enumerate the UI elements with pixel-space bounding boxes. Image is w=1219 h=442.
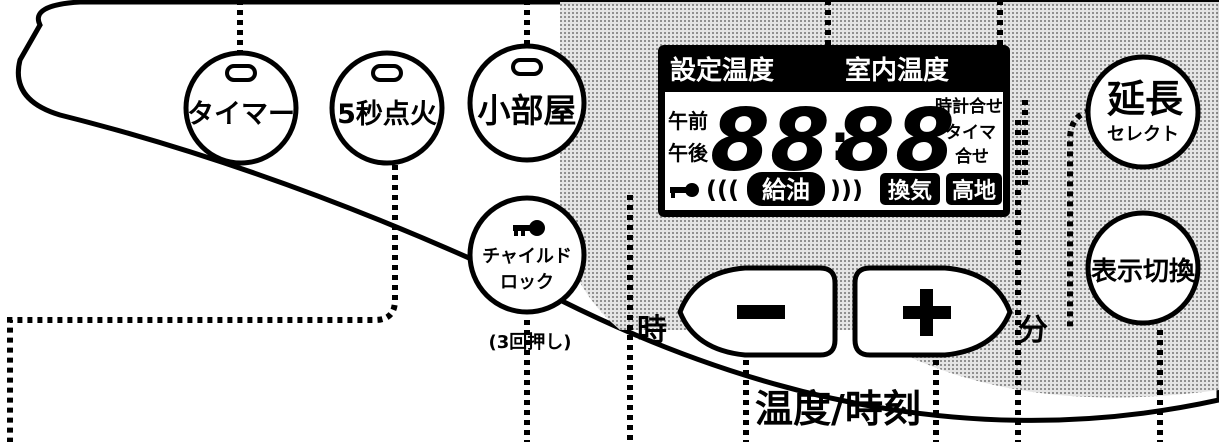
hour-label: 時 [637,313,667,348]
timer-indicator-lamp [225,64,257,82]
plus-button[interactable] [852,265,1013,358]
ignite-5s-label: 5秒点火 [337,99,437,130]
lcd-wave-left: ((( [706,176,739,204]
ignite-5s-button[interactable]: 5秒点火 [329,50,445,166]
child-lock-label-line1: チャイルド [482,246,572,267]
timer-button[interactable]: タイマー [183,50,299,166]
extend-select-button[interactable]: 延長 セレクト [1085,54,1201,170]
lcd-pm: 午後 [668,141,709,165]
key-icon [513,220,545,236]
lcd-wave-right: ))) [830,176,863,204]
lcd-timer-set-2: 合せ [955,146,989,167]
lcd-refuel: 給油 [762,176,810,204]
minute-label: 分 [1018,313,1048,348]
lcd-display: 設定温度 室内温度 午前 午後 88 : 88 時計合せ タイマ 合せ ((( … [658,45,1010,217]
minus-icon [737,305,785,319]
lcd-am: 午前 [668,109,708,133]
plus-icon [903,289,951,336]
ignite-indicator-lamp [371,64,403,82]
display-switch-label: 表示切換 [1091,257,1196,287]
lcd-timer-set-1: タイマ [945,123,996,143]
lcd-colon: : [830,114,850,172]
lcd-high-altitude: 高地 [952,178,996,204]
child-lock-button[interactable]: チャイルド ロック [467,195,587,315]
minus-button[interactable] [677,265,838,358]
lcd-clock-set: 時計合せ [935,96,1003,117]
child-lock-label-line2: ロック [500,272,554,293]
small-room-label: 小部屋 [478,91,577,130]
lcd-room-temp-header: 室内温度 [845,55,949,86]
small-room-indicator-lamp [511,58,543,76]
lcd-key-icon [670,183,699,198]
timer-button-label: タイマー [187,99,295,130]
lcd-ventilate: 換気 [888,178,932,204]
extend-sub-label: セレクト [1107,124,1179,145]
extend-label: 延長 [1107,77,1184,121]
small-room-button[interactable]: 小部屋 [467,43,587,163]
temp-time-label: 温度/時刻 [755,387,921,431]
lcd-set-temp-header: 設定温度 [670,55,774,86]
child-lock-note: (3回押し) [489,331,572,353]
display-switch-button[interactable]: 表示切換 [1085,210,1201,326]
